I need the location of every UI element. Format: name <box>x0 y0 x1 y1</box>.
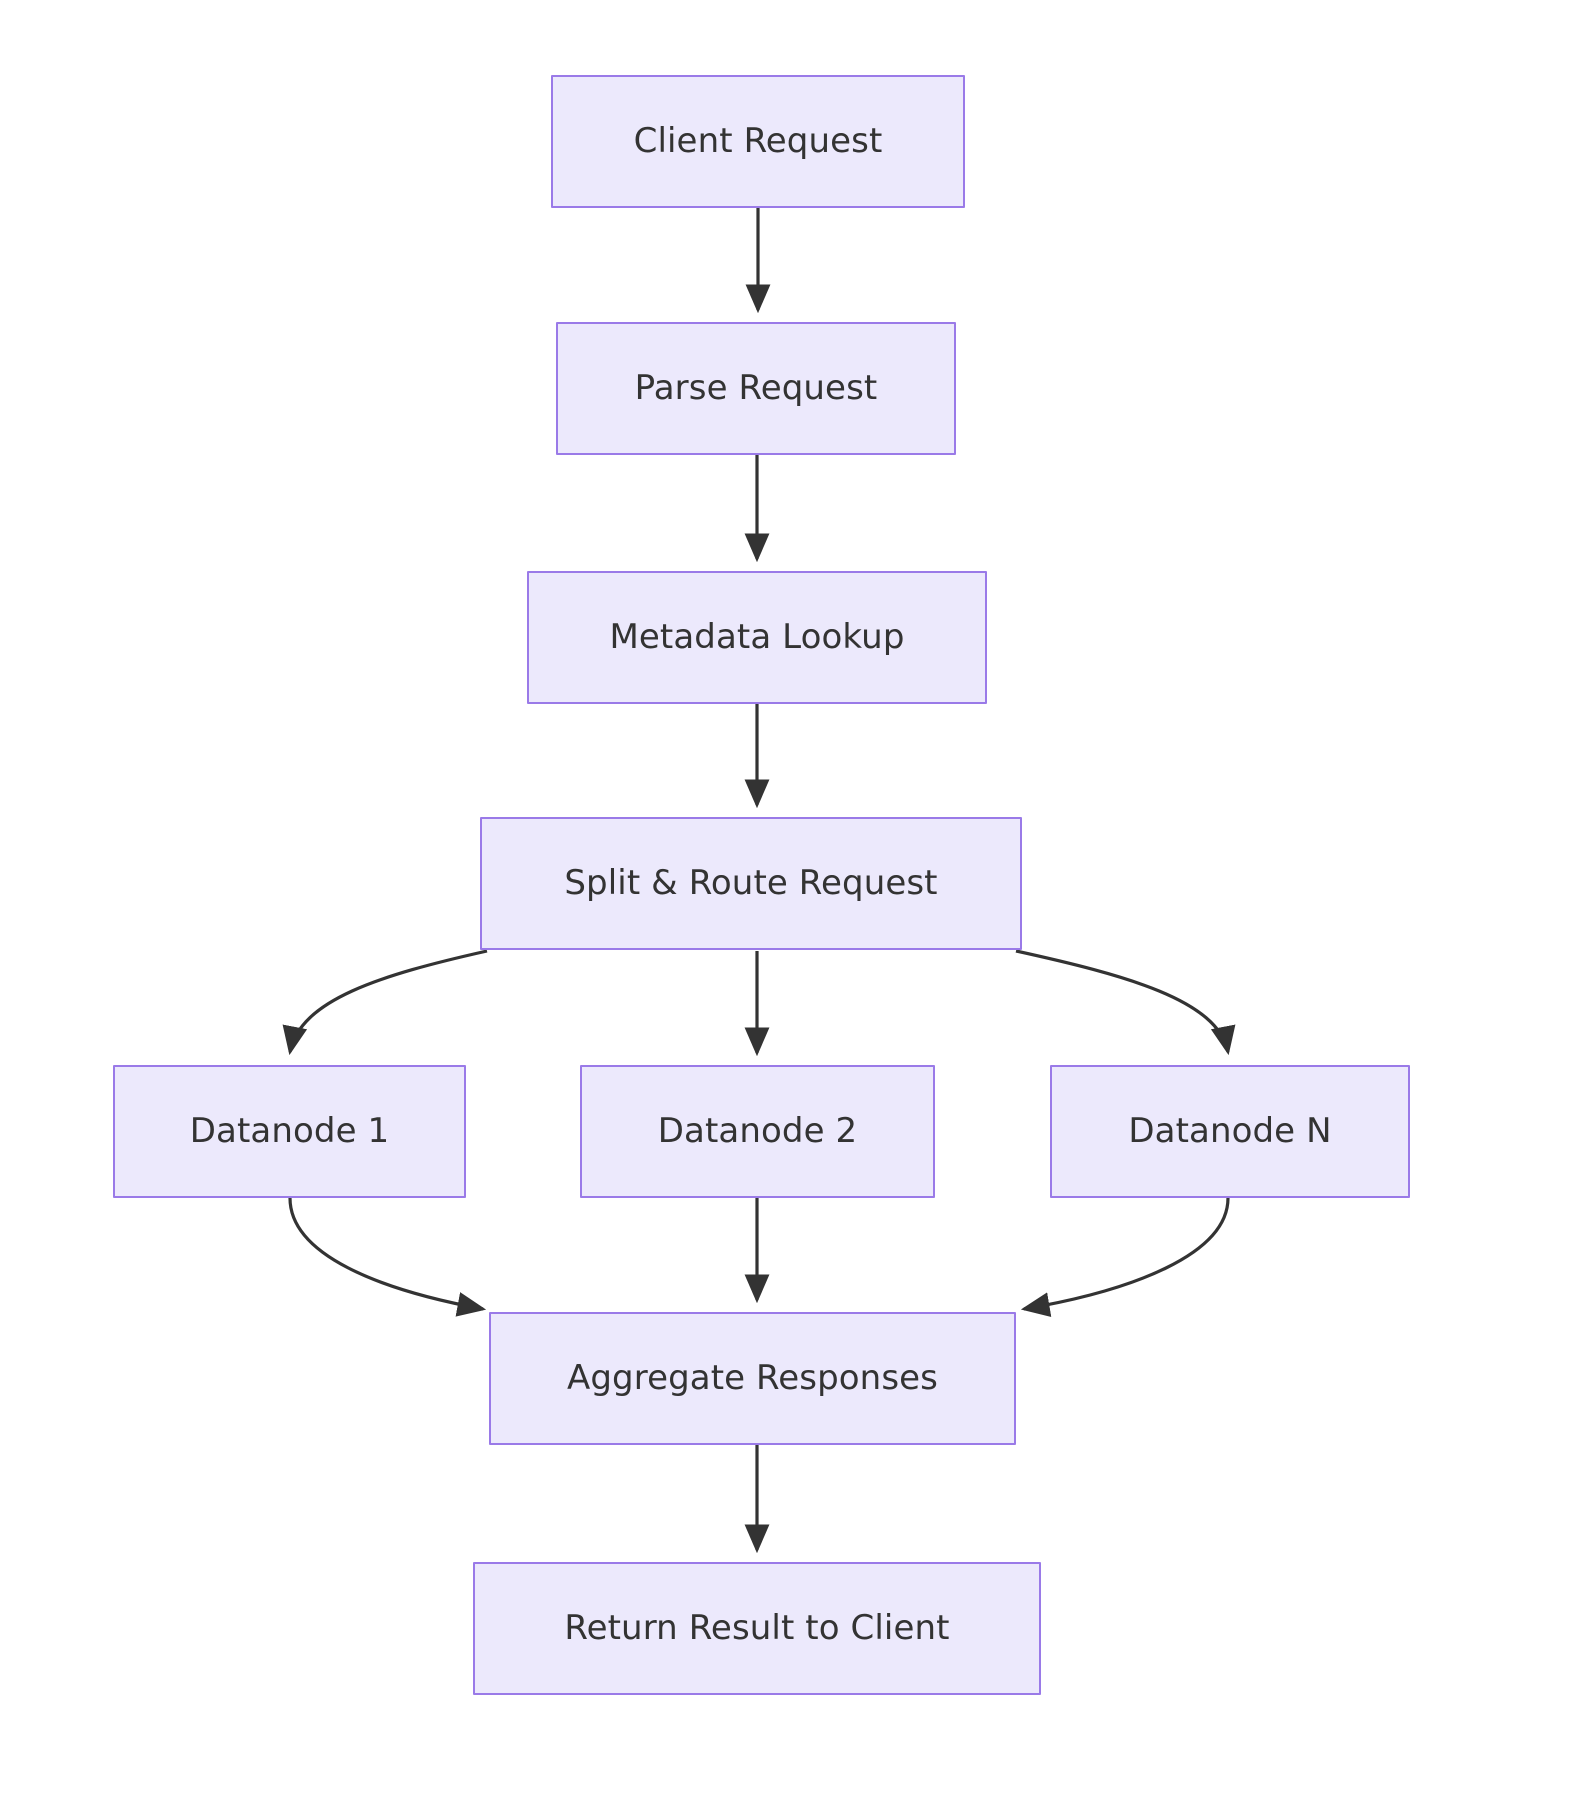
node-label-datanode-n: Datanode N <box>1128 1111 1332 1152</box>
node-label-client-request: Client Request <box>633 121 883 162</box>
edge-split-route-to-datanode-n <box>1015 949 1236 1056</box>
node-label-return-result-to-client: Return Result to Client <box>564 1608 950 1649</box>
node-return-result-to-client[interactable]: Return Result to Client <box>473 1562 1041 1695</box>
node-client-request[interactable]: Client Request <box>551 75 965 208</box>
node-label-datanode-2: Datanode 2 <box>657 1111 858 1152</box>
node-label-metadata-lookup: Metadata Lookup <box>609 617 905 658</box>
edge-datanode-1-to-aggregate <box>288 1197 487 1317</box>
node-label-parse-request: Parse Request <box>634 368 878 409</box>
node-datanode-n[interactable]: Datanode N <box>1050 1065 1410 1198</box>
node-label-datanode-1: Datanode 1 <box>189 1111 390 1152</box>
node-aggregate-responses[interactable]: Aggregate Responses <box>489 1312 1016 1445</box>
node-datanode-2[interactable]: Datanode 2 <box>580 1065 935 1198</box>
node-datanode-1[interactable]: Datanode 1 <box>113 1065 466 1198</box>
node-label-aggregate-responses: Aggregate Responses <box>567 1358 938 1399</box>
node-metadata-lookup[interactable]: Metadata Lookup <box>527 571 987 704</box>
edge-split-route-to-datanode-1 <box>282 949 488 1056</box>
node-parse-request[interactable]: Parse Request <box>556 322 956 455</box>
node-label-split-route-request: Split & Route Request <box>564 863 938 904</box>
edge-datanode-n-to-aggregate <box>1020 1197 1230 1318</box>
node-split-route-request[interactable]: Split & Route Request <box>480 817 1022 950</box>
